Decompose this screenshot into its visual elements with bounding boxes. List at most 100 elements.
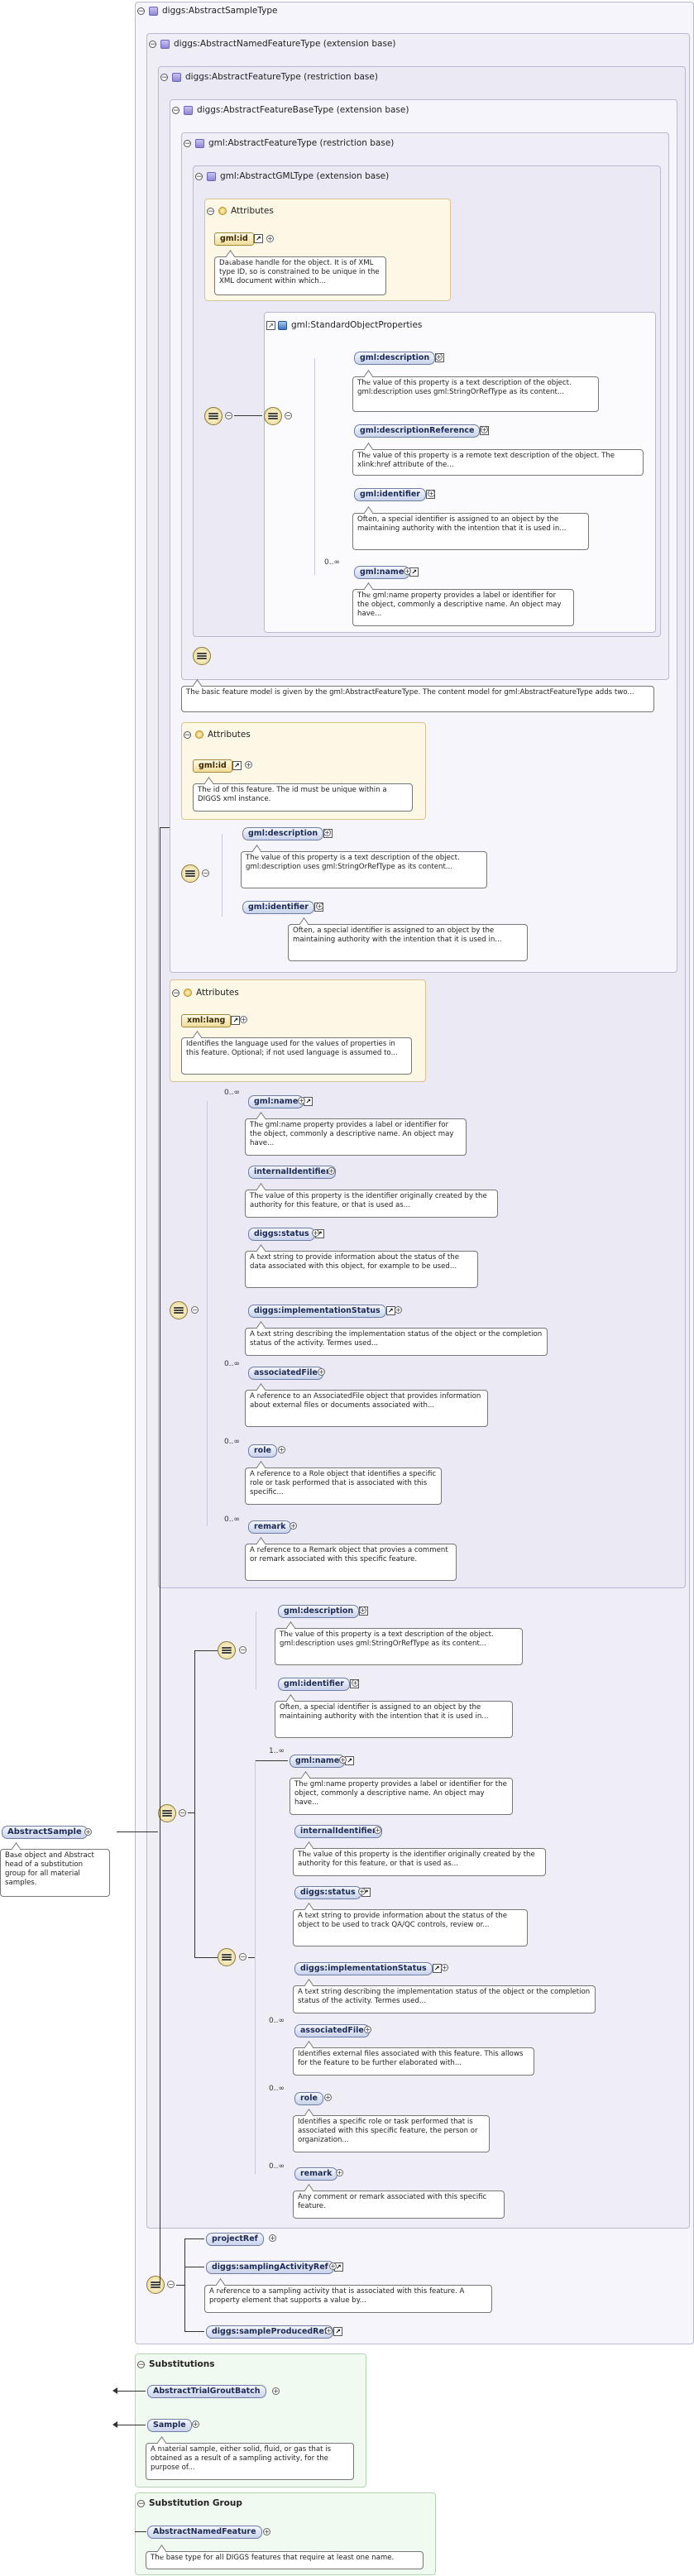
expand-icon[interactable]: +	[324, 2094, 332, 2101]
expand-icon[interactable]: +	[298, 1097, 305, 1104]
expand-icon[interactable]: +	[329, 2262, 337, 2270]
collapse-icon[interactable]: −	[239, 1646, 246, 1654]
sample-prop-sample-produced-ref[interactable]: diggs:sampleProducedRef	[206, 2325, 343, 2339]
expand-icon[interactable]: +	[263, 2528, 270, 2535]
named-prop-internal-identifier[interactable]: internalIdentifier	[294, 1825, 382, 1838]
collapse-icon[interactable]: −	[239, 1953, 246, 1961]
gml-abstract-gml-type-header[interactable]: − gml:AbstractGMLType (extension base)	[195, 171, 390, 181]
ft-prop-internal-identifier[interactable]: internalIdentifier	[248, 1166, 336, 1179]
abstract-sample-type-header[interactable]: − diggs:AbstractSampleType	[137, 6, 278, 16]
expand-icon[interactable]: +	[374, 1827, 381, 1834]
expand-icon[interactable]: +	[245, 761, 252, 768]
gml-abstract-feature-type-header[interactable]: − gml:AbstractFeatureType (restriction b…	[184, 138, 395, 148]
expand-icon[interactable]: +	[352, 1679, 359, 1687]
named-prop-implementation-status[interactable]: diggs:implementationStatus	[294, 1962, 442, 1975]
collapse-icon[interactable]: −	[137, 2499, 145, 2508]
expand-icon[interactable]: +	[84, 1828, 92, 1836]
attributes-header[interactable]: − Attributes	[207, 206, 274, 216]
named-prop-description[interactable]: gml:description	[278, 1605, 369, 1618]
ft-prop-remark[interactable]: remark	[248, 1520, 292, 1534]
expand-icon[interactable]: +	[290, 1522, 297, 1530]
collapse-icon[interactable]: −	[285, 412, 292, 419]
abstract-named-feature-type-header[interactable]: − diggs:AbstractNamedFeatureType (extens…	[149, 39, 396, 49]
collapse-icon[interactable]: −	[137, 2360, 145, 2369]
expand-icon[interactable]: +	[404, 567, 411, 575]
expand-icon[interactable]: +	[358, 1888, 366, 1895]
reference-icon[interactable]: ↗	[266, 320, 275, 330]
collapse-icon[interactable]: −	[225, 412, 232, 419]
expand-icon[interactable]: +	[192, 2420, 199, 2428]
collapse-icon[interactable]: −	[184, 139, 191, 148]
expand-icon[interactable]: +	[318, 1368, 325, 1376]
base-prop-description[interactable]: gml:description	[242, 827, 333, 840]
xml-lang-attribute[interactable]: xml:lang	[181, 1014, 241, 1027]
sequence-compositor-icon[interactable]	[264, 407, 282, 425]
expand-icon[interactable]: +	[339, 1756, 347, 1764]
expand-icon[interactable]: +	[312, 1229, 319, 1237]
expand-icon[interactable]: +	[336, 2169, 343, 2176]
expand-icon[interactable]: +	[269, 2234, 276, 2242]
collapse-icon[interactable]: −	[137, 7, 145, 16]
collapse-icon[interactable]: −	[184, 730, 191, 740]
attributes-header[interactable]: − Attributes	[172, 988, 239, 998]
substitutions-header[interactable]: − Substitutions	[137, 2359, 215, 2369]
sample-prop-sampling-activity-ref[interactable]: diggs:samplingActivityRef	[206, 2261, 343, 2274]
expand-icon[interactable]: +	[364, 2026, 371, 2033]
base-prop-identifier[interactable]: gml:identifier	[242, 901, 323, 914]
sequence-compositor-icon[interactable]	[204, 407, 223, 425]
named-prop-name[interactable]: gml:name	[290, 1755, 355, 1768]
collapse-icon[interactable]: −	[207, 207, 214, 216]
expand-icon[interactable]: +	[395, 1306, 402, 1314]
collapse-icon[interactable]: −	[149, 40, 156, 49]
sample-prop-project-ref[interactable]: projectRef	[206, 2233, 264, 2246]
named-prop-remark[interactable]: remark	[294, 2167, 338, 2181]
substitution-sample[interactable]: Sample	[147, 2419, 192, 2432]
expand-icon[interactable]: +	[328, 1167, 335, 1175]
std-prop-identifier[interactable]: gml:identifier	[354, 488, 435, 501]
std-prop-description[interactable]: gml:description	[354, 352, 445, 365]
expand-icon[interactable]: +	[441, 1964, 448, 1971]
root-element-abstract-sample[interactable]: AbstractSample	[2, 1826, 88, 1839]
sequence-compositor-icon[interactable]	[193, 647, 211, 665]
named-prop-status[interactable]: diggs:status	[294, 1886, 371, 1899]
expand-icon[interactable]: +	[240, 1016, 247, 1023]
abstract-feature-base-type-header[interactable]: − diggs:AbstractFeatureBaseType (extensi…	[172, 105, 409, 115]
abstract-feature-type-header[interactable]: − diggs:AbstractFeatureType (restriction…	[160, 72, 378, 82]
expand-icon[interactable]: +	[266, 235, 274, 242]
sequence-compositor-icon[interactable]	[181, 864, 199, 883]
ft-prop-status[interactable]: diggs:status	[248, 1228, 324, 1241]
ft-prop-name[interactable]: gml:name	[248, 1095, 313, 1108]
ft-prop-role[interactable]: role	[248, 1444, 277, 1458]
sequence-compositor-icon[interactable]	[146, 2276, 165, 2294]
expand-icon[interactable]: +	[278, 1446, 285, 1453]
ft-prop-implementation-status[interactable]: diggs:implementationStatus	[248, 1305, 395, 1318]
expand-icon[interactable]: +	[359, 1606, 366, 1614]
collapse-icon[interactable]: −	[179, 1809, 186, 1817]
substitution-group-abstract-named-feature[interactable]: AbstractNamedFeature	[147, 2526, 262, 2539]
substitution-group-header[interactable]: − Substitution Group	[137, 2498, 242, 2508]
collapse-icon[interactable]: −	[191, 1306, 199, 1314]
attributes-header[interactable]: − Attributes	[184, 730, 251, 740]
collapse-icon[interactable]: −	[160, 73, 168, 82]
gml-id-attribute[interactable]: gml:id	[214, 232, 263, 246]
ft-prop-associated-file[interactable]: associatedFile	[248, 1367, 323, 1380]
std-prop-name[interactable]: gml:name	[354, 566, 419, 579]
standard-object-properties-header[interactable]: − gml:StandardObjectProperties ↗	[266, 318, 422, 333]
sequence-compositor-icon[interactable]	[158, 1804, 176, 1822]
collapse-icon[interactable]: −	[202, 869, 209, 877]
collapse-icon[interactable]: −	[172, 106, 179, 115]
expand-icon[interactable]: +	[435, 353, 443, 361]
expand-icon[interactable]: +	[325, 2327, 333, 2334]
std-prop-description-reference[interactable]: gml:descriptionReference	[354, 424, 490, 438]
sequence-compositor-icon[interactable]	[218, 1948, 236, 1966]
sequence-compositor-icon[interactable]	[170, 1301, 188, 1319]
collapse-icon[interactable]: −	[167, 2281, 175, 2288]
expand-icon[interactable]: +	[316, 903, 323, 910]
substitution-abstract-trial-grout-batch[interactable]: AbstractTrialGroutBatch	[147, 2385, 266, 2398]
named-prop-role[interactable]: role	[294, 2092, 323, 2105]
collapse-icon[interactable]: −	[172, 989, 179, 998]
expand-icon[interactable]: +	[323, 829, 331, 836]
expand-icon[interactable]: +	[428, 490, 435, 497]
named-prop-identifier[interactable]: gml:identifier	[278, 1678, 359, 1691]
expand-icon[interactable]: +	[272, 2387, 280, 2395]
